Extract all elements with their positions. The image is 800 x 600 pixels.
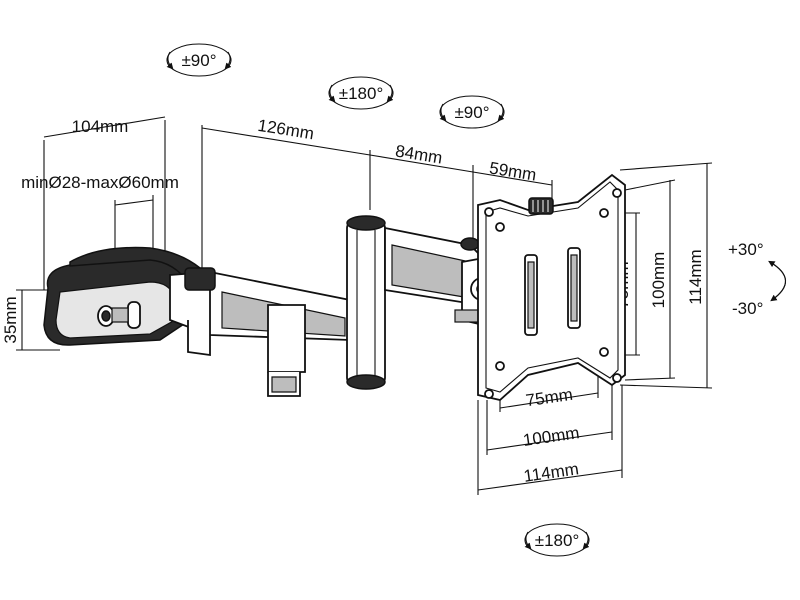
- rotation-badge-top-middle: ±180°: [328, 76, 394, 110]
- tilt-down-label: -30°: [732, 299, 763, 318]
- dim-arm-1: 126mm: [256, 116, 315, 144]
- rotation-badge-bottom: ±180°: [524, 523, 590, 557]
- rotation-badge-top-right: ±90°: [439, 95, 505, 129]
- tilt-up-label: +30°: [728, 240, 764, 259]
- dim-plate-w: 114mm: [522, 459, 580, 486]
- dim-vesa-small-w: 75mm: [525, 385, 574, 410]
- middle-joint: [346, 215, 386, 390]
- dim-clamp-depth: 104mm: [72, 117, 129, 136]
- vesa-plate: [477, 173, 626, 401]
- dim-arm-2: 84mm: [394, 141, 444, 167]
- dim-arm-3: 59mm: [488, 158, 538, 184]
- rotation-label: ±90°: [181, 51, 216, 70]
- dim-plate-h: 114mm: [686, 249, 705, 304]
- rotation-label: ±180°: [339, 84, 384, 103]
- rotation-label: ±180°: [535, 531, 580, 550]
- rotation-badge-top-left: ±90°: [166, 43, 232, 77]
- desk-clamp: [43, 246, 201, 346]
- arm-segment-2: [384, 226, 481, 307]
- tilt-indicator: +30° -30°: [728, 240, 787, 318]
- arm-segment-1: [169, 267, 351, 397]
- dim-vesa-large-h: 100mm: [649, 252, 668, 309]
- dim-clamp-height: 35mm: [1, 296, 20, 343]
- dim-clamp-range: minØ28-maxØ60mm: [21, 173, 179, 192]
- rotation-label: ±90°: [454, 103, 489, 122]
- dim-vesa-large-w: 100mm: [522, 423, 581, 450]
